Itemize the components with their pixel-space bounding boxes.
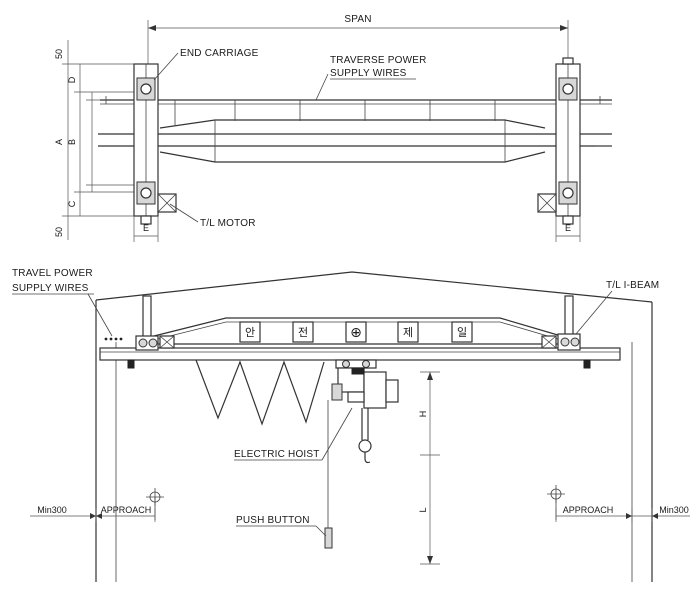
approach-dimensions: Min300 APPROACH APPROACH Min300	[30, 505, 690, 522]
approach-left: APPROACH	[101, 505, 152, 515]
push-button-pendant	[324, 400, 333, 549]
festoon-cable	[195, 359, 325, 426]
right-tl-motor	[537, 193, 557, 213]
dim-50-top: 50	[54, 49, 64, 59]
traverse-power-label-2: SUPPLY WIRES	[330, 68, 407, 79]
dim-a: A	[54, 139, 64, 145]
min300-right: Min300	[659, 505, 689, 515]
dim-h: H	[418, 411, 428, 418]
travel-power-label-1: TRAVEL POWER	[12, 268, 93, 279]
dim-e-left: E	[143, 223, 149, 233]
end-carriage-label: END CARRIAGE	[180, 48, 259, 59]
electric-hoist-label: ELECTRIC HOIST	[234, 449, 320, 460]
top-labels: END CARRIAGE TRAVERSE POWER SUPPLY WIRES…	[153, 48, 427, 229]
e-dimensions: E E	[133, 216, 581, 242]
main-girder-front	[99, 317, 621, 361]
left-end-truck	[127, 335, 175, 369]
front-labels: TRAVEL POWER SUPPLY WIRES T/L I-BEAM ELE…	[12, 268, 659, 537]
girder-plate-5: 일	[457, 325, 467, 339]
dim-e-right: E	[565, 223, 571, 233]
tl-motor-label: T/L MOTOR	[200, 218, 256, 229]
approach-right: APPROACH	[563, 505, 614, 515]
girder-plate-4: 제	[403, 326, 413, 339]
traverse-supply-rail	[100, 96, 612, 147]
span-dimension: SPAN	[147, 14, 569, 70]
left-tl-motor	[157, 193, 177, 213]
travel-power-label-2: SUPPLY WIRES	[12, 283, 89, 294]
hook-centre-marks	[146, 485, 565, 520]
front-elevation-view: 안 전 ⊕ 제 일	[12, 268, 690, 582]
main-girder-plan	[98, 119, 612, 163]
hook-dimensions: H L	[418, 371, 440, 565]
girder-plate-1: 안	[245, 326, 255, 339]
dim-l: L	[418, 507, 428, 512]
span-label: SPAN	[344, 14, 371, 25]
electric-hoist	[331, 359, 399, 464]
girder-plates: 안 전 ⊕ 제 일	[239, 321, 473, 343]
dim-50-bottom: 50	[54, 227, 64, 237]
right-end-truck	[541, 333, 591, 369]
push-button-label: PUSH BUTTON	[236, 515, 310, 526]
traverse-power-label-1: TRAVERSE POWER	[330, 55, 427, 66]
top-plan-view: SPAN 50 50 D A B C	[54, 14, 612, 242]
dim-c: C	[67, 200, 77, 207]
tl-ibeam-label: T/L I-BEAM	[606, 280, 659, 291]
girder-plate-3: ⊕	[350, 325, 362, 341]
min300-left: Min300	[37, 505, 67, 515]
dim-b: B	[67, 139, 77, 145]
travel-supply-wires	[104, 337, 123, 341]
building-outline	[95, 271, 653, 582]
girder-plate-2: 전	[298, 326, 308, 339]
right-end-carriage	[555, 57, 581, 225]
left-end-carriage	[133, 63, 159, 225]
dim-d: D	[67, 76, 77, 83]
left-dimension-chain: 50 50 D A B C	[54, 40, 134, 240]
